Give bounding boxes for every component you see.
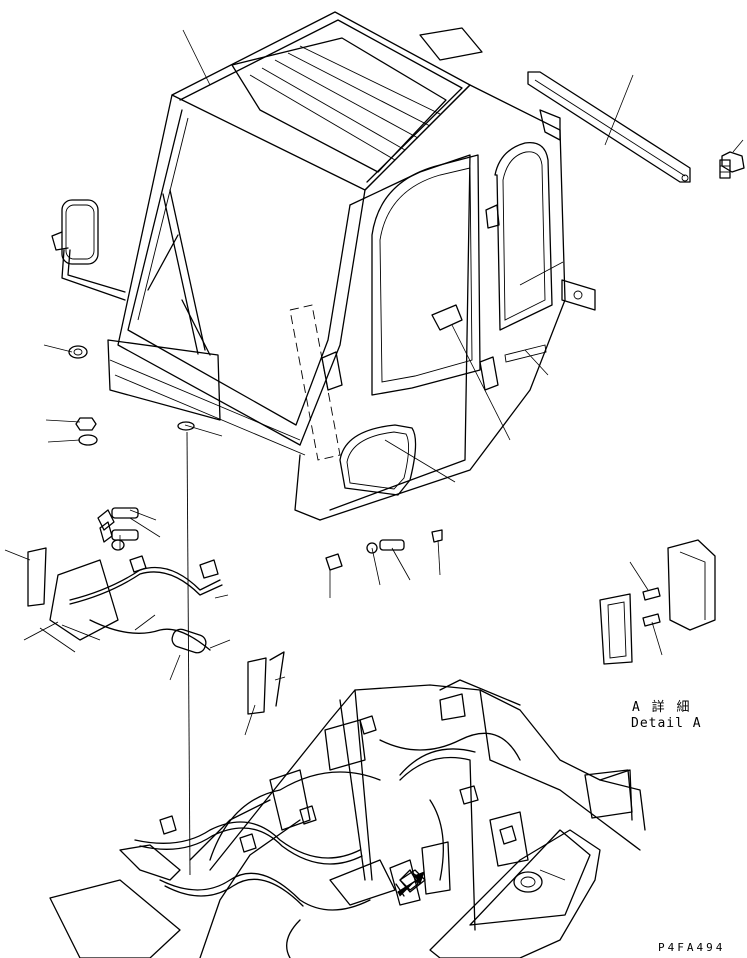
- mounting-rail: [527, 71, 691, 183]
- hidden-pillar-outline: [289, 304, 341, 461]
- wire-harness-bottom: [134, 715, 521, 958]
- fasteners-left: [68, 345, 195, 551]
- cab-front-frame: [107, 94, 366, 456]
- wiper-assembly: [147, 189, 211, 356]
- wire-harness-left: [23, 547, 223, 654]
- bolt-top-right: [719, 151, 745, 179]
- direction-arrow: [397, 871, 425, 897]
- side-mirror: [51, 199, 126, 301]
- detail-a-parts: [599, 539, 716, 665]
- vertical-rod: [186, 431, 191, 876]
- cab-side-door: [294, 84, 596, 521]
- figure-code: P4FA494: [658, 941, 726, 954]
- detail-a-label-en: Detail A: [631, 716, 702, 731]
- brackets-center: [247, 529, 443, 715]
- chassis-frame: [49, 679, 646, 958]
- detail-a-label-jp: A 詳 細: [632, 700, 692, 715]
- leader-lines: [4, 29, 744, 881]
